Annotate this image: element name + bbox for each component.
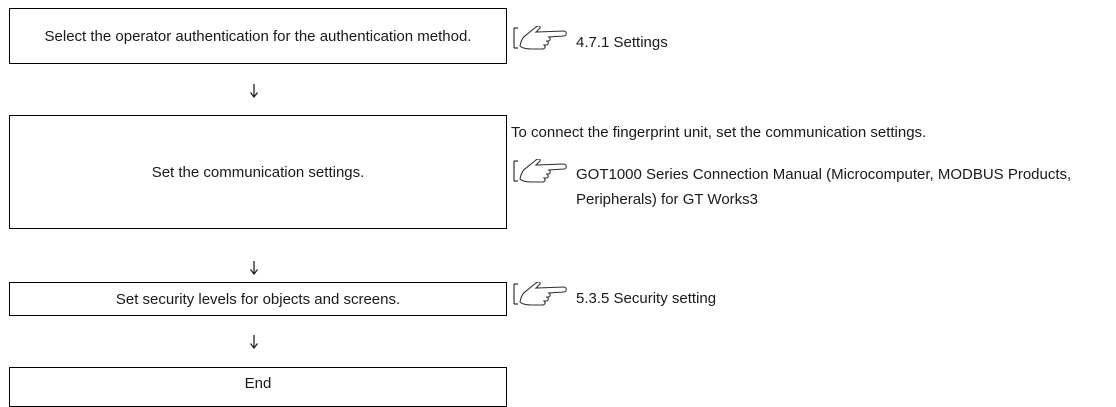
pointing-hand-icon <box>513 159 567 183</box>
flow-step-security-levels: Set security levels for objects and scre… <box>9 282 507 316</box>
flow-step-end: End <box>9 367 507 407</box>
pointing-hand-icon <box>513 282 567 306</box>
reference-step3[interactable]: 5.3.5 Security setting <box>576 290 717 307</box>
pointing-hand-icon <box>513 26 567 50</box>
step-label: Set security levels for objects and scre… <box>115 290 401 308</box>
down-arrow-icon <box>249 335 259 349</box>
reference-step2[interactable]: GOT1000 Series Connection Manual (Microc… <box>576 166 1072 208</box>
down-arrow-icon <box>249 84 259 98</box>
step-label: End <box>244 375 272 392</box>
step-label: Set the communication settings. <box>151 163 365 181</box>
reference-step1[interactable]: 4.7.1 Settings <box>576 34 668 51</box>
step-label: Select the operator authentication for t… <box>44 27 472 45</box>
flow-step-communication-settings: Set the communication settings. <box>9 115 507 229</box>
flow-step-select-authentication: Select the operator authentication for t… <box>9 8 507 64</box>
reference-note-step2: To connect the fingerprint unit, set the… <box>511 124 927 141</box>
down-arrow-icon <box>249 261 259 275</box>
